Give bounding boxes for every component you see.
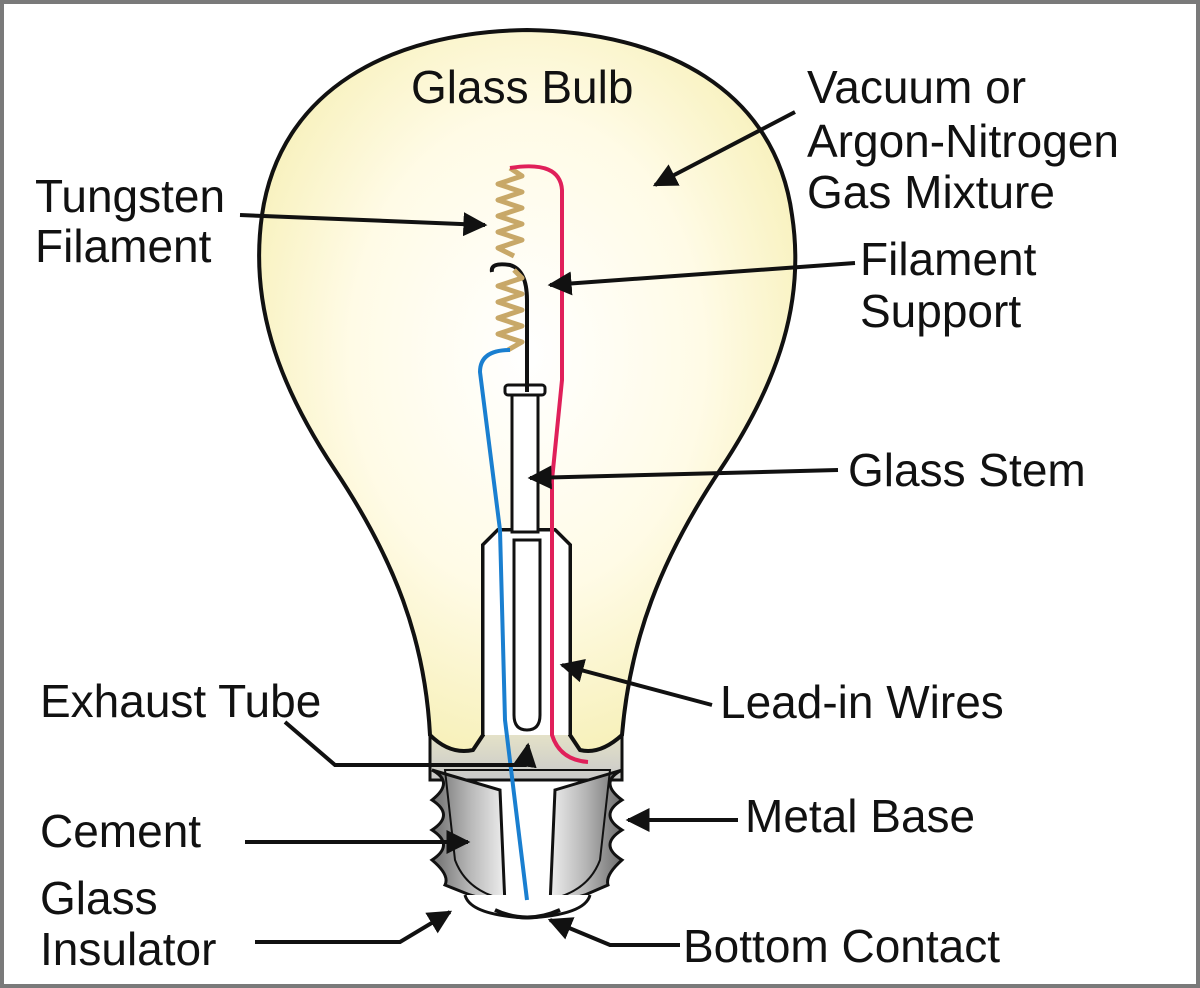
- label-glass-bulb: Glass Bulb: [411, 61, 633, 113]
- label-glass-stem: Glass Stem: [848, 444, 1086, 496]
- callout-lead-in: [559, 658, 713, 707]
- label-lead-in-wires: Lead-in Wires: [720, 676, 1004, 728]
- label-insulator-line1: Glass: [40, 872, 158, 924]
- callout-support: [547, 261, 856, 296]
- tungsten-filament: [495, 165, 525, 353]
- glass-stem: [510, 390, 540, 534]
- lead-in-wire-blue: [477, 348, 529, 901]
- callout-glass-stem: [527, 465, 839, 490]
- callout-tungsten: [239, 212, 488, 237]
- label-tungsten-line1: Tungsten: [35, 170, 225, 222]
- filament-support-wire: [489, 262, 529, 392]
- label-vacuum-line2: Argon-Nitrogen: [807, 115, 1119, 167]
- label-tungsten-line2: Filament: [35, 220, 212, 272]
- bottom-contact: [494, 908, 561, 920]
- exhaust-tube: [512, 538, 542, 732]
- label-exhaust-tube: Exhaust Tube: [40, 675, 321, 727]
- lead-in-wire-red: [509, 164, 589, 764]
- label-insulator-line2: Insulator: [40, 923, 216, 975]
- metal-base-left: [429, 768, 507, 908]
- callout-insulator: [255, 910, 453, 944]
- label-cement: Cement: [40, 805, 201, 857]
- label-metal-base: Metal Base: [745, 790, 975, 842]
- callout-vacuum: [652, 110, 796, 187]
- label-bottom-contact: Bottom Contact: [683, 920, 1000, 972]
- callout-bottom-contact: [547, 917, 680, 947]
- light-bulb-diagram: Glass Bulb Vacuum or Argon-Nitrogen Gas …: [35, 27, 1119, 975]
- label-vacuum-line1: Vacuum or: [807, 61, 1026, 113]
- label-support-line2: Support: [860, 285, 1021, 337]
- metal-base-right: [548, 768, 625, 908]
- label-vacuum-line3: Gas Mixture: [807, 166, 1055, 218]
- callout-exhaust-tube: [283, 720, 537, 769]
- label-support-line1: Filament: [860, 233, 1037, 285]
